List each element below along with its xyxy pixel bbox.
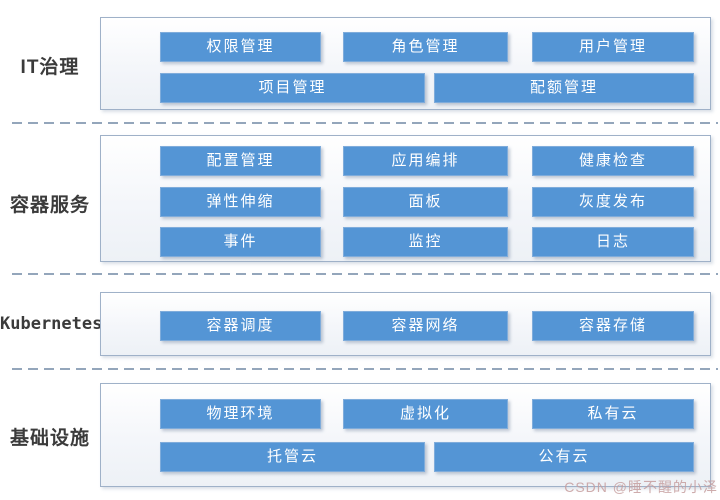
box-container-network: 容器网络 [343, 311, 508, 341]
box-public-cloud: 公有云 [434, 442, 694, 472]
box-container-storage: 容器存储 [532, 311, 694, 341]
panel-kubernetes: 容器调度 容器网络 容器存储 [100, 292, 711, 356]
section-label-it-governance: IT治理 [20, 57, 80, 78]
box-container-scheduling: 容器调度 [160, 311, 321, 341]
box-managed-cloud: 托管云 [160, 442, 425, 472]
box-private-cloud: 私有云 [532, 399, 694, 429]
section-separator [12, 273, 718, 275]
box-events: 事件 [160, 227, 321, 257]
box-virtualization: 虚拟化 [343, 399, 508, 429]
panel-it-governance: 权限管理 角色管理 用户管理 项目管理 配额管理 [100, 17, 711, 110]
box-permission-management: 权限管理 [160, 32, 321, 62]
box-health-check: 健康检查 [532, 146, 694, 176]
panel-container-services: 配置管理 应用编排 健康检查 弹性伸缩 面板 灰度发布 事件 监控 日志 [100, 135, 711, 262]
box-auto-scaling: 弹性伸缩 [160, 187, 321, 217]
box-monitoring: 监控 [343, 227, 508, 257]
section-label-container-services: 容器服务 [9, 195, 90, 216]
box-quota-management: 配额管理 [434, 73, 694, 103]
section-label-infrastructure: 基础设施 [9, 428, 90, 449]
box-config-management: 配置管理 [160, 146, 321, 176]
box-project-management: 项目管理 [160, 73, 425, 103]
box-role-management: 角色管理 [343, 32, 508, 62]
panel-infrastructure: 物理环境 虚拟化 私有云 托管云 公有云 [100, 383, 711, 487]
box-physical-environment: 物理环境 [160, 399, 321, 429]
section-label-kubernetes: Kubernetes [0, 314, 103, 334]
section-separator [12, 122, 718, 124]
box-logs: 日志 [532, 227, 694, 257]
box-app-orchestration: 应用编排 [343, 146, 508, 176]
box-gray-release: 灰度发布 [532, 187, 694, 217]
section-separator [12, 368, 718, 370]
box-user-management: 用户管理 [532, 32, 694, 62]
watermark: CSDN @睡不醒的小泽 [564, 479, 718, 495]
box-dashboard: 面板 [343, 187, 508, 217]
